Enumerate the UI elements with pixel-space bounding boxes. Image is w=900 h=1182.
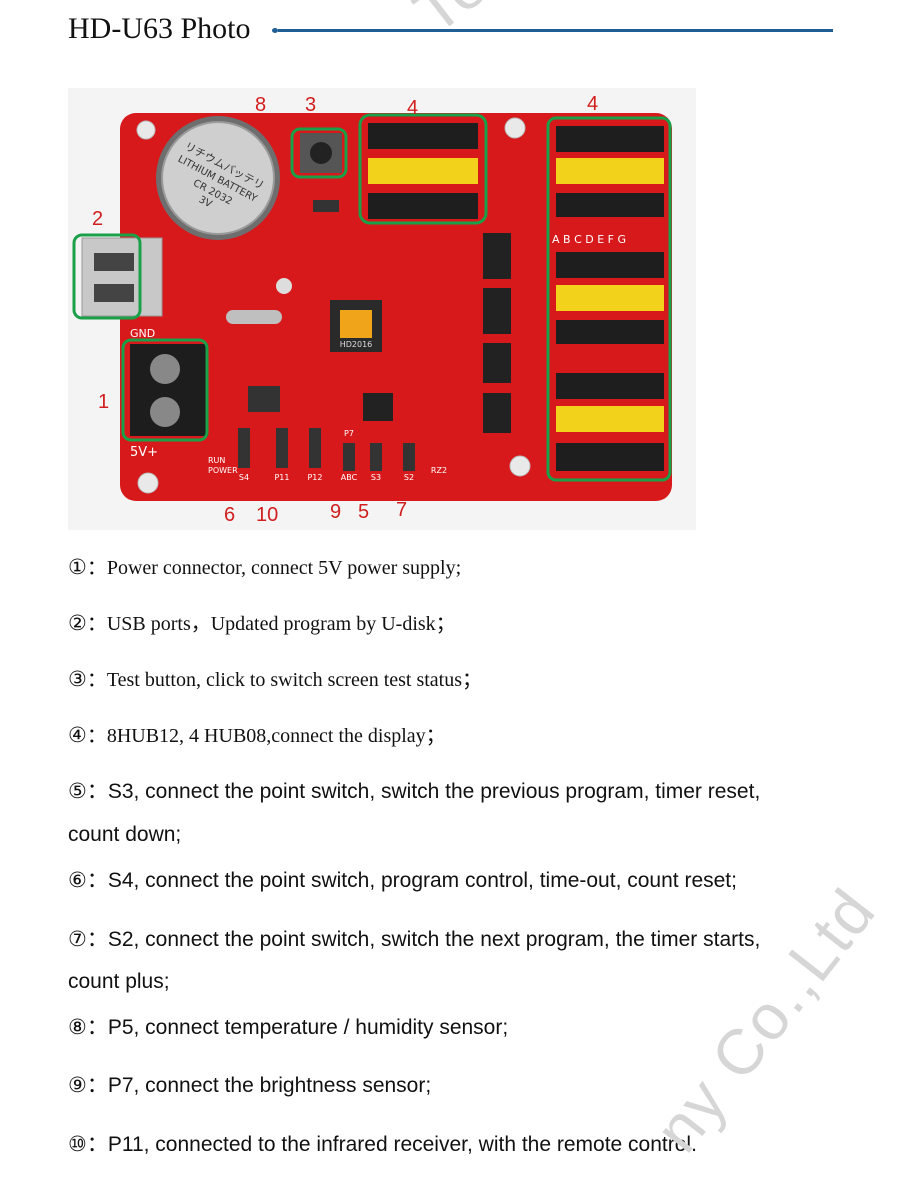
driver-ic (483, 288, 511, 334)
callout-number: ① (68, 555, 87, 579)
mount-hole (509, 455, 531, 477)
label-4-top: 4 (407, 97, 418, 119)
board-photo: リチウムバッテリ LITHIUM BATTERY CR 2032 3V GND (68, 88, 696, 530)
callout-item: ⑧：P5, connect temperature / humidity sen… (68, 1005, 848, 1050)
board-illustration: リチウムバッテリ LITHIUM BATTERY CR 2032 3V GND (72, 93, 672, 526)
conn-label: S2 (404, 473, 414, 482)
regulator (248, 386, 280, 412)
callout-number: ⑤ (68, 779, 87, 803)
conn-label: ABC (341, 473, 358, 482)
callout-labels: 8 3 4 4 2 1 6 10 9 5 7 (92, 93, 598, 526)
battery: リチウムバッテリ LITHIUM BATTERY CR 2032 3V (156, 116, 280, 240)
main-chip: HD2016 (330, 300, 382, 352)
label-2: 2 (92, 208, 103, 230)
label-3: 3 (305, 94, 316, 116)
label-1: 1 (98, 391, 109, 413)
callout-item: ⑥：S4, connect the point switch, program … (68, 858, 848, 903)
page-header: HD-U63 Photo (68, 8, 833, 48)
mount-hole (136, 120, 156, 140)
test-button (290, 127, 348, 179)
callout-text: ：8HUB12, 4 HUB08,connect the display； (86, 725, 446, 747)
callout-text: ：USB ports，Updated program by U-disk； (86, 613, 456, 635)
callout-text: ：P5, connect temperature / humidity sens… (86, 1016, 509, 1039)
usb-port (72, 233, 163, 320)
conn-label: RZ2 (431, 466, 447, 475)
crystal (226, 310, 282, 324)
title-divider (272, 28, 833, 33)
callout-item-continued: count plus; (68, 960, 848, 1004)
callout-text: ：Power connector, connect 5V power suppl… (86, 557, 462, 579)
conn-label: P7 (344, 429, 354, 438)
callout-item: ⑦：S2, connect the point switch, switch t… (68, 917, 848, 962)
run-label: RUN (208, 456, 225, 465)
label-5: 5 (358, 501, 369, 523)
callout-text: ：S3, connect the point switch, switch th… (86, 780, 761, 803)
callout-number: ④ (68, 723, 87, 747)
label-8: 8 (255, 94, 266, 116)
callout-item: ④：8HUB12, 4 HUB08,connect the display； (68, 713, 848, 758)
mount-hole (504, 117, 526, 139)
callout-item: ①：Power connector, connect 5V power supp… (68, 545, 848, 590)
driver-ic (483, 343, 511, 383)
callout-text: ：S2, connect the point switch, switch th… (86, 928, 761, 951)
conn-label: P11 (274, 473, 289, 482)
callout-text: ：P7, connect the brightness sensor; (86, 1074, 432, 1097)
mount-hole (137, 472, 159, 494)
callout-item: ⑤：S3, connect the point switch, switch t… (68, 769, 848, 814)
chip-text: HD2016 (340, 340, 373, 349)
label-9: 9 (330, 501, 341, 523)
callout-text: ：Test button, click to switch screen tes… (86, 669, 483, 691)
callout-item: ③：Test button, click to switch screen te… (68, 657, 848, 702)
hub-header-right: A B C D E F G (546, 116, 672, 482)
ic-small (363, 393, 393, 421)
callout-number: ⑦ (68, 927, 87, 951)
power-terminal: GND 5V+ (121, 327, 209, 460)
callout-number: ⑨ (68, 1073, 87, 1097)
power-label: POWER (208, 466, 238, 475)
callout-item: ⑨：P7, connect the brightness sensor; (68, 1063, 848, 1108)
conn-label: S3 (371, 473, 381, 482)
callout-item: ②：USB ports，Updated program by U-disk； (68, 601, 848, 646)
label-10: 10 (256, 504, 278, 526)
driver-ic (483, 393, 511, 433)
hub-header-top (358, 113, 488, 225)
hub-letters: A B C D E F G (552, 233, 626, 246)
bottom-connectors: S4 P11 P12 ABC S3 S2 P7 RZ2 RUN POWER (208, 428, 447, 482)
callout-text: count down; (68, 823, 182, 846)
callout-item-continued: count down; (68, 813, 848, 857)
callout-number: ⑩ (68, 1132, 87, 1156)
conn-label: S4 (239, 473, 249, 482)
p5-header (313, 200, 339, 212)
callout-text: ：S4, connect the point switch, program c… (86, 869, 737, 892)
callout-item: ⑩：P11, connected to the infrared receive… (68, 1122, 848, 1167)
callout-text: count plus; (68, 970, 170, 993)
label-7: 7 (396, 499, 407, 521)
label-6: 6 (224, 504, 235, 526)
callout-number: ③ (68, 667, 87, 691)
capacitor (276, 278, 292, 294)
callout-number: ② (68, 611, 87, 635)
label-4-right: 4 (587, 93, 598, 115)
callout-text: ：P11, connected to the infrared receiver… (86, 1133, 697, 1156)
callout-number: ⑥ (68, 868, 87, 892)
gnd-label: GND (130, 327, 155, 340)
page-title: HD-U63 Photo (68, 12, 251, 45)
callout-number: ⑧ (68, 1015, 87, 1039)
driver-ic (483, 233, 511, 279)
v5-label: 5V+ (130, 445, 158, 460)
conn-label: P12 (307, 473, 322, 482)
